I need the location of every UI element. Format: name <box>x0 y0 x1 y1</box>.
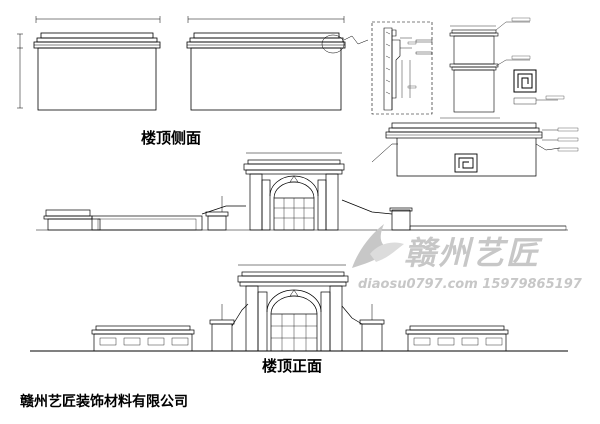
wall-cornice-detail <box>371 122 579 177</box>
watermark-brand-text: 赣州艺匠 <box>404 234 541 272</box>
side-elevation-right <box>186 16 369 111</box>
watermark-url-phone: diaosu0797.com 15979865197 <box>358 277 582 292</box>
gate-elevation-middle <box>36 152 568 231</box>
watermark-logo-icon <box>352 224 404 268</box>
cornice-section-detail <box>371 21 433 115</box>
side-elevation-left <box>17 16 161 111</box>
cornice-profile-detail <box>407 17 531 119</box>
front-view-caption: 楼顶正面 <box>262 357 323 375</box>
greek-key-icon <box>513 69 565 105</box>
company-name: 赣州艺匠装饰材料有限公司 <box>20 394 188 410</box>
side-view-caption: 楼顶侧面 <box>141 129 202 147</box>
front-elevation <box>30 264 568 352</box>
